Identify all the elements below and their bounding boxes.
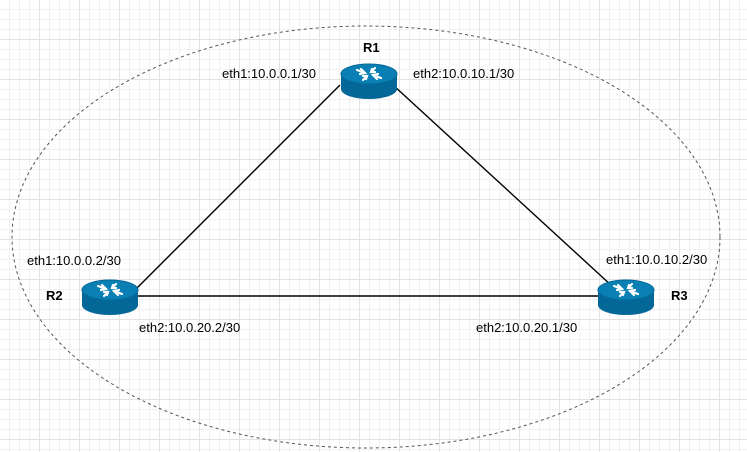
router-r1-icon[interactable] xyxy=(339,62,399,101)
router-r2-icon[interactable] xyxy=(80,278,140,317)
link-r1-r2[interactable] xyxy=(136,84,341,289)
r1-eth2-label: eth2:10.0.10.1/30 xyxy=(413,66,515,81)
r3-eth2-label: eth2:10.0.20.1/30 xyxy=(476,320,578,335)
r3-eth1-label: eth1:10.0.10.2/30 xyxy=(606,252,708,267)
r2-eth1-label: eth1:10.0.0.2/30 xyxy=(27,253,121,268)
link-r1-r3[interactable] xyxy=(392,84,613,287)
router-r1-name: R1 xyxy=(363,40,380,55)
router-r3-icon[interactable] xyxy=(596,278,656,317)
router-r3-name: R3 xyxy=(671,288,688,303)
network-boundary-ellipse xyxy=(11,25,721,449)
r2-eth2-label: eth2:10.0.20.2/30 xyxy=(139,320,241,335)
r1-eth1-label: eth1:10.0.0.1/30 xyxy=(222,66,316,81)
router-r2-name: R2 xyxy=(46,288,63,303)
